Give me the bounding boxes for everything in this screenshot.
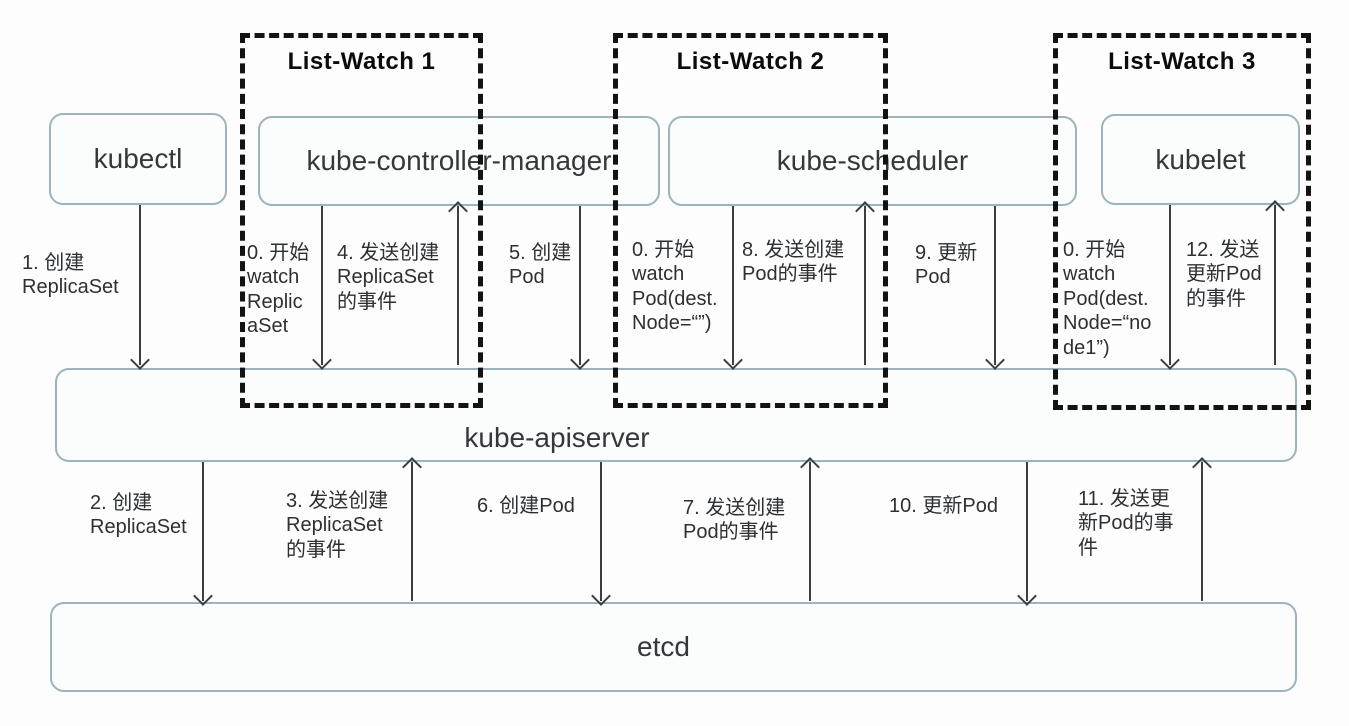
node-kube-scheduler: kube-scheduler: [668, 116, 1077, 206]
group-title-list-watch-2: List-Watch 2: [676, 48, 825, 75]
group-title-list-watch-1: List-Watch 1: [287, 48, 436, 75]
node-kube-apiserver-label: kube-apiserver: [464, 422, 650, 453]
arrow-step-1-down: [139, 205, 141, 365]
arrow-step-12-up: [1274, 205, 1276, 365]
node-kubelet-label: kubelet: [1155, 143, 1246, 175]
group-box-list-watch-2: List-Watch 2: [613, 33, 888, 408]
step-label-6: 6. 创建Pod: [477, 495, 575, 517]
step-label-8: 8. 发送创建 Pod的事件: [742, 239, 845, 286]
arrow-step-9-down: [994, 206, 996, 365]
node-kube-controller-manager: kube-controller-manager: [258, 116, 660, 206]
group-box-list-watch-1: List-Watch 1: [240, 33, 483, 408]
arrow-step-8-up: [864, 206, 866, 365]
node-kube-apiserver: kube-apiserver: [55, 368, 1297, 462]
arrow-step-5-down: [579, 206, 581, 365]
step-label-5: 5. 创建 Pod: [509, 242, 572, 289]
step-label-10: 10. 更新Pod: [889, 495, 998, 517]
group-title-list-watch-3: List-Watch 3: [1108, 48, 1256, 75]
node-kube-scheduler-label: kube-scheduler: [776, 145, 969, 176]
arrow-step-0-scheduler-down: [732, 206, 734, 365]
node-kubectl: kubectl: [49, 113, 227, 205]
node-etcd-label: etcd: [637, 631, 690, 662]
arrow-step-4-up: [457, 206, 459, 365]
node-kubelet: kubelet: [1101, 114, 1300, 205]
step-label-12: 12. 发送 更新Pod 的事件: [1186, 239, 1262, 310]
step-label-1: 1. 创建 ReplicaSet: [22, 252, 119, 299]
arrow-step-7-up: [809, 462, 811, 601]
step-label-0-kubelet: 0. 开始 watch Pod(dest. Node=“no de1”): [1063, 239, 1152, 359]
step-label-0-controller: 0. 开始 watch Replic aSet: [247, 242, 310, 338]
step-label-2: 2. 创建 ReplicaSet: [90, 492, 187, 539]
arrow-step-3-up: [411, 462, 413, 601]
step-label-0-scheduler: 0. 开始 watch Pod(dest. Node=“”): [632, 239, 718, 335]
arrow-step-0-controller-down: [321, 206, 323, 365]
node-etcd: etcd: [50, 602, 1297, 692]
arrow-step-0-kubelet-down: [1169, 205, 1171, 365]
step-label-3: 3. 发送创建 ReplicaSet 的事件: [286, 490, 389, 561]
arrow-step-6-down: [600, 462, 602, 601]
arrow-step-2-down: [202, 462, 204, 601]
node-kube-controller-manager-label: kube-controller-manager: [306, 145, 612, 176]
arrow-step-11-up: [1201, 462, 1203, 601]
step-label-11: 11. 发送更 新Pod的事 件: [1078, 488, 1174, 559]
step-label-4: 4. 发送创建 ReplicaSet 的事件: [337, 242, 440, 313]
node-kubectl-label: kubectl: [93, 143, 183, 174]
step-label-7: 7. 发送创建 Pod的事件: [683, 497, 786, 544]
step-label-9: 9. 更新 Pod: [915, 242, 978, 289]
arrow-step-10-down: [1026, 462, 1028, 601]
